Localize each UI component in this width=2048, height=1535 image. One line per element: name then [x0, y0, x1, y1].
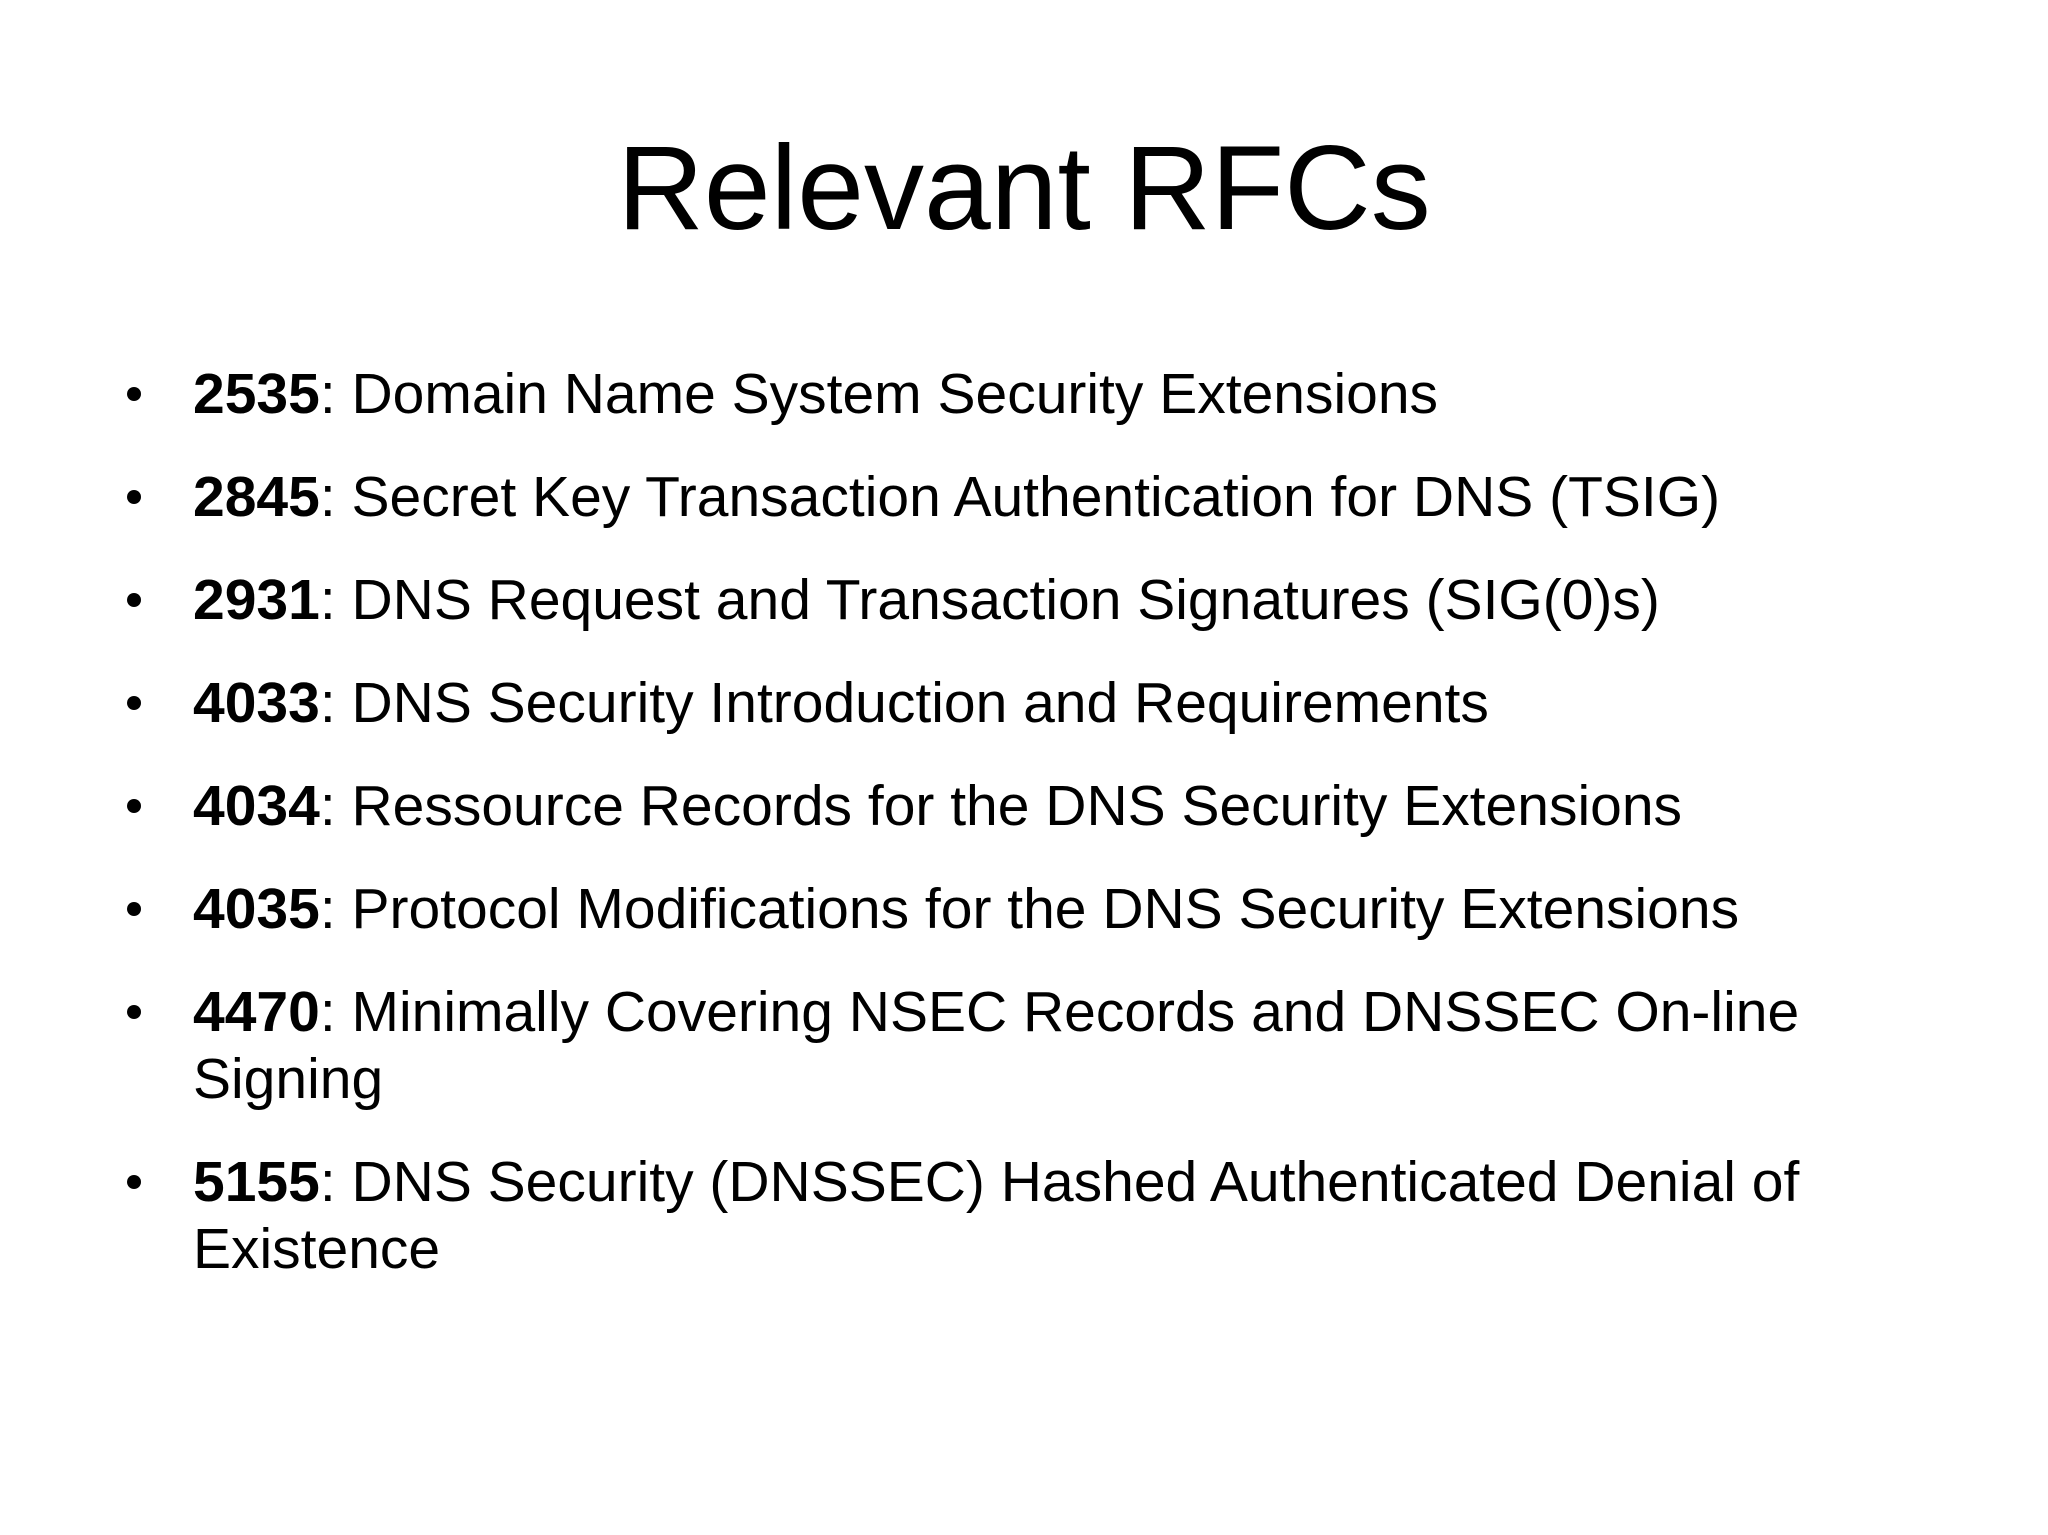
rfc-number: 2845 [193, 465, 320, 529]
bullet-icon [127, 593, 141, 607]
rfc-description: : DNS Security (DNSSEC) Hashed Authentic… [193, 1150, 1800, 1281]
bullet-icon [127, 1175, 141, 1189]
rfc-number: 4035 [193, 877, 320, 941]
bullet-icon [127, 490, 141, 504]
list-item: 2845: Secret Key Transaction Authenticat… [125, 464, 1843, 531]
rfc-number: 2931 [193, 568, 320, 632]
page-title: Relevant RFCs [617, 121, 1431, 255]
bullet-icon [127, 696, 141, 710]
bullet-icon [127, 799, 141, 813]
rfc-description: : Ressource Records for the DNS Security… [319, 774, 1683, 838]
rfc-number: 4033 [193, 671, 320, 735]
list-item: 2931: DNS Request and Transaction Signat… [125, 567, 1843, 634]
rfc-description: : DNS Request and Transaction Signatures… [319, 568, 1660, 632]
list-item: 5155: DNS Security (DNSSEC) Hashed Authe… [125, 1149, 1843, 1283]
rfc-description: : Secret Key Transaction Authentication … [319, 465, 1721, 529]
list-item: 4034: Ressource Records for the DNS Secu… [125, 773, 1843, 840]
rfc-list: 2535: Domain Name System Security Extens… [0, 361, 2048, 1283]
rfc-description: : DNS Security Introduction and Requirem… [319, 671, 1489, 735]
rfc-description: : Domain Name System Security Extensions [319, 362, 1439, 426]
rfc-number: 5155 [193, 1150, 320, 1214]
list-item: 4035: Protocol Modifications for the DNS… [125, 876, 1843, 943]
rfc-number: 4034 [193, 774, 320, 838]
rfc-description: : Protocol Modifications for the DNS Sec… [319, 877, 1740, 941]
bullet-icon [127, 1005, 141, 1019]
list-item: 2535: Domain Name System Security Extens… [125, 361, 1843, 428]
list-item: 4470: Minimally Covering NSEC Records an… [125, 979, 1843, 1113]
rfc-description: : Minimally Covering NSEC Records and DN… [193, 980, 1800, 1111]
rfc-number: 2535 [193, 362, 320, 426]
list-item: 4033: DNS Security Introduction and Requ… [125, 670, 1843, 737]
bullet-icon [127, 902, 141, 916]
rfc-number: 4470 [193, 980, 320, 1044]
bullet-icon [127, 387, 141, 401]
